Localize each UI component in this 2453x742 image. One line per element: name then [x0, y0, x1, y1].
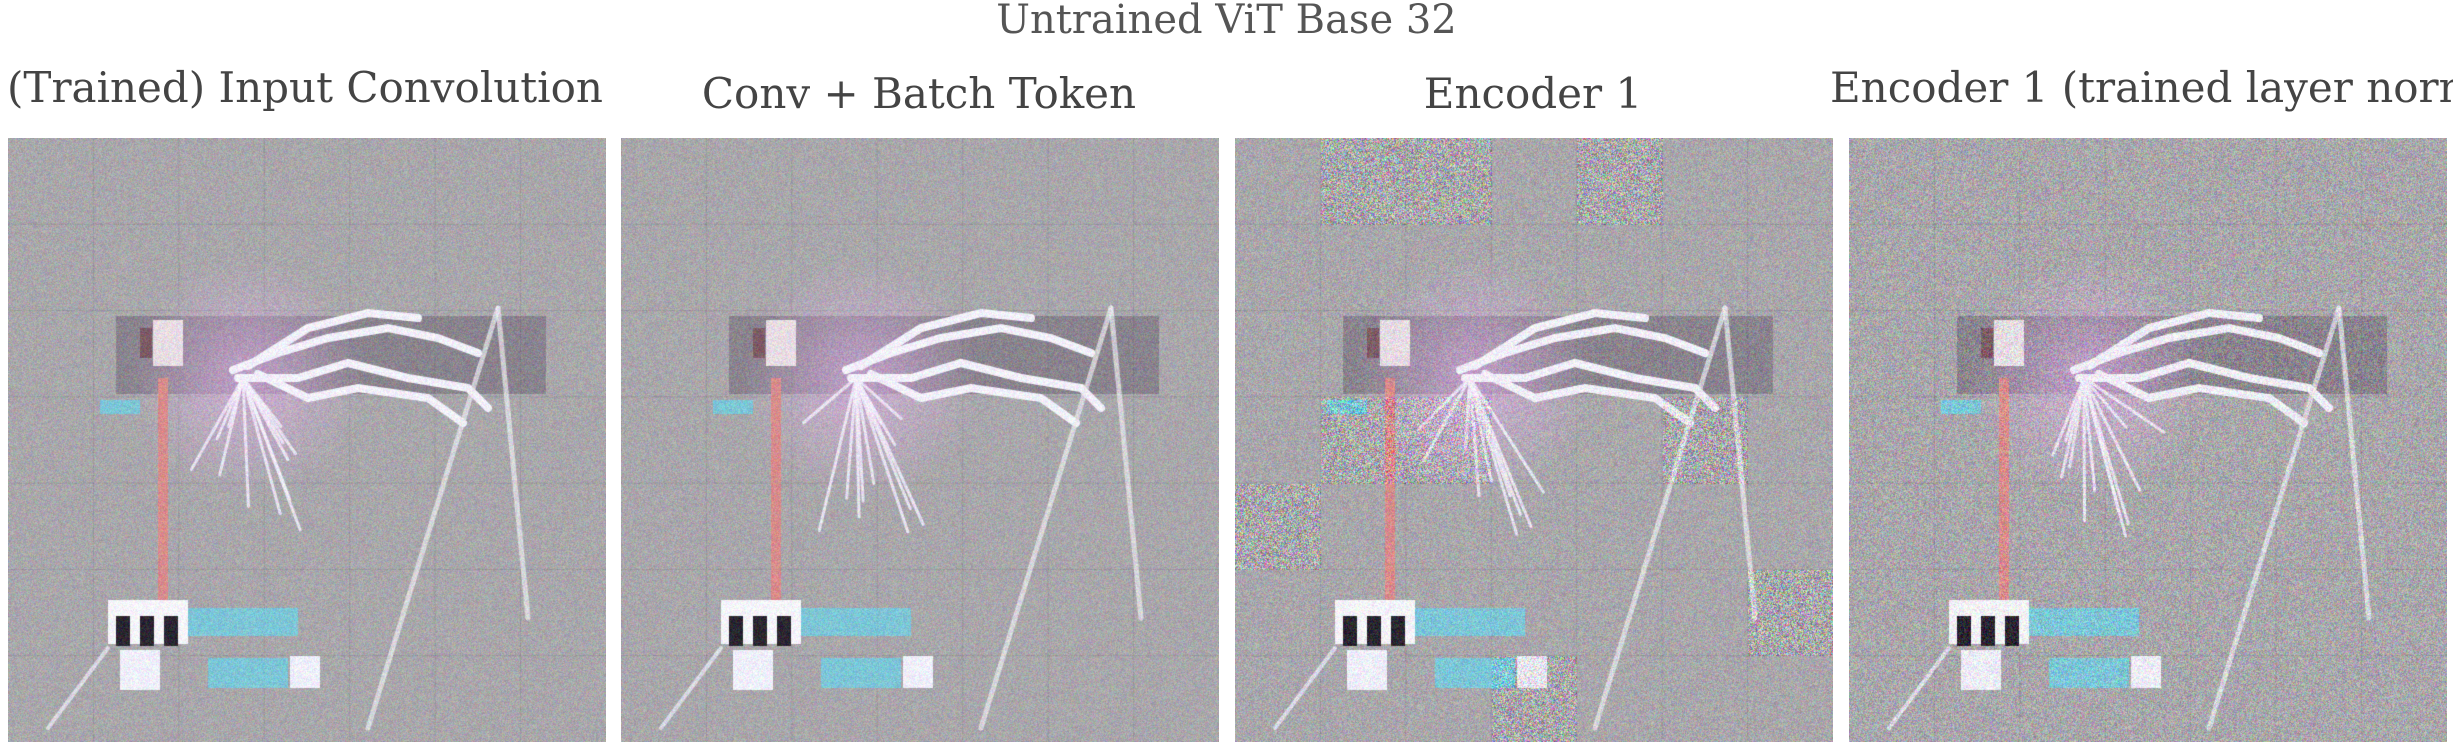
panel-title-encoder-1: Encoder 1 — [1423, 69, 1643, 118]
feature-visualization-canvas — [8, 138, 606, 742]
panel-title-conv-batch-token: Conv + Batch Token — [701, 69, 1137, 118]
panel-title-input-convolution: (Trained) Input Convolution — [7, 63, 603, 112]
panel-image-conv-batch-token — [621, 138, 1219, 742]
panel-image-encoder-1 — [1235, 138, 1833, 742]
feature-visualization-canvas — [1235, 138, 1833, 742]
panel-image-encoder-1-trained-layer-norm — [1849, 138, 2447, 742]
panel-image-input-convolution — [8, 138, 606, 742]
figure-title: Untrained ViT Base 32 — [996, 0, 1457, 43]
panel-title-encoder-1-trained-layer-norm: Encoder 1 (trained layer norm) — [1830, 63, 2453, 112]
feature-visualization-canvas — [621, 138, 1219, 742]
feature-visualization-canvas — [1849, 138, 2447, 742]
